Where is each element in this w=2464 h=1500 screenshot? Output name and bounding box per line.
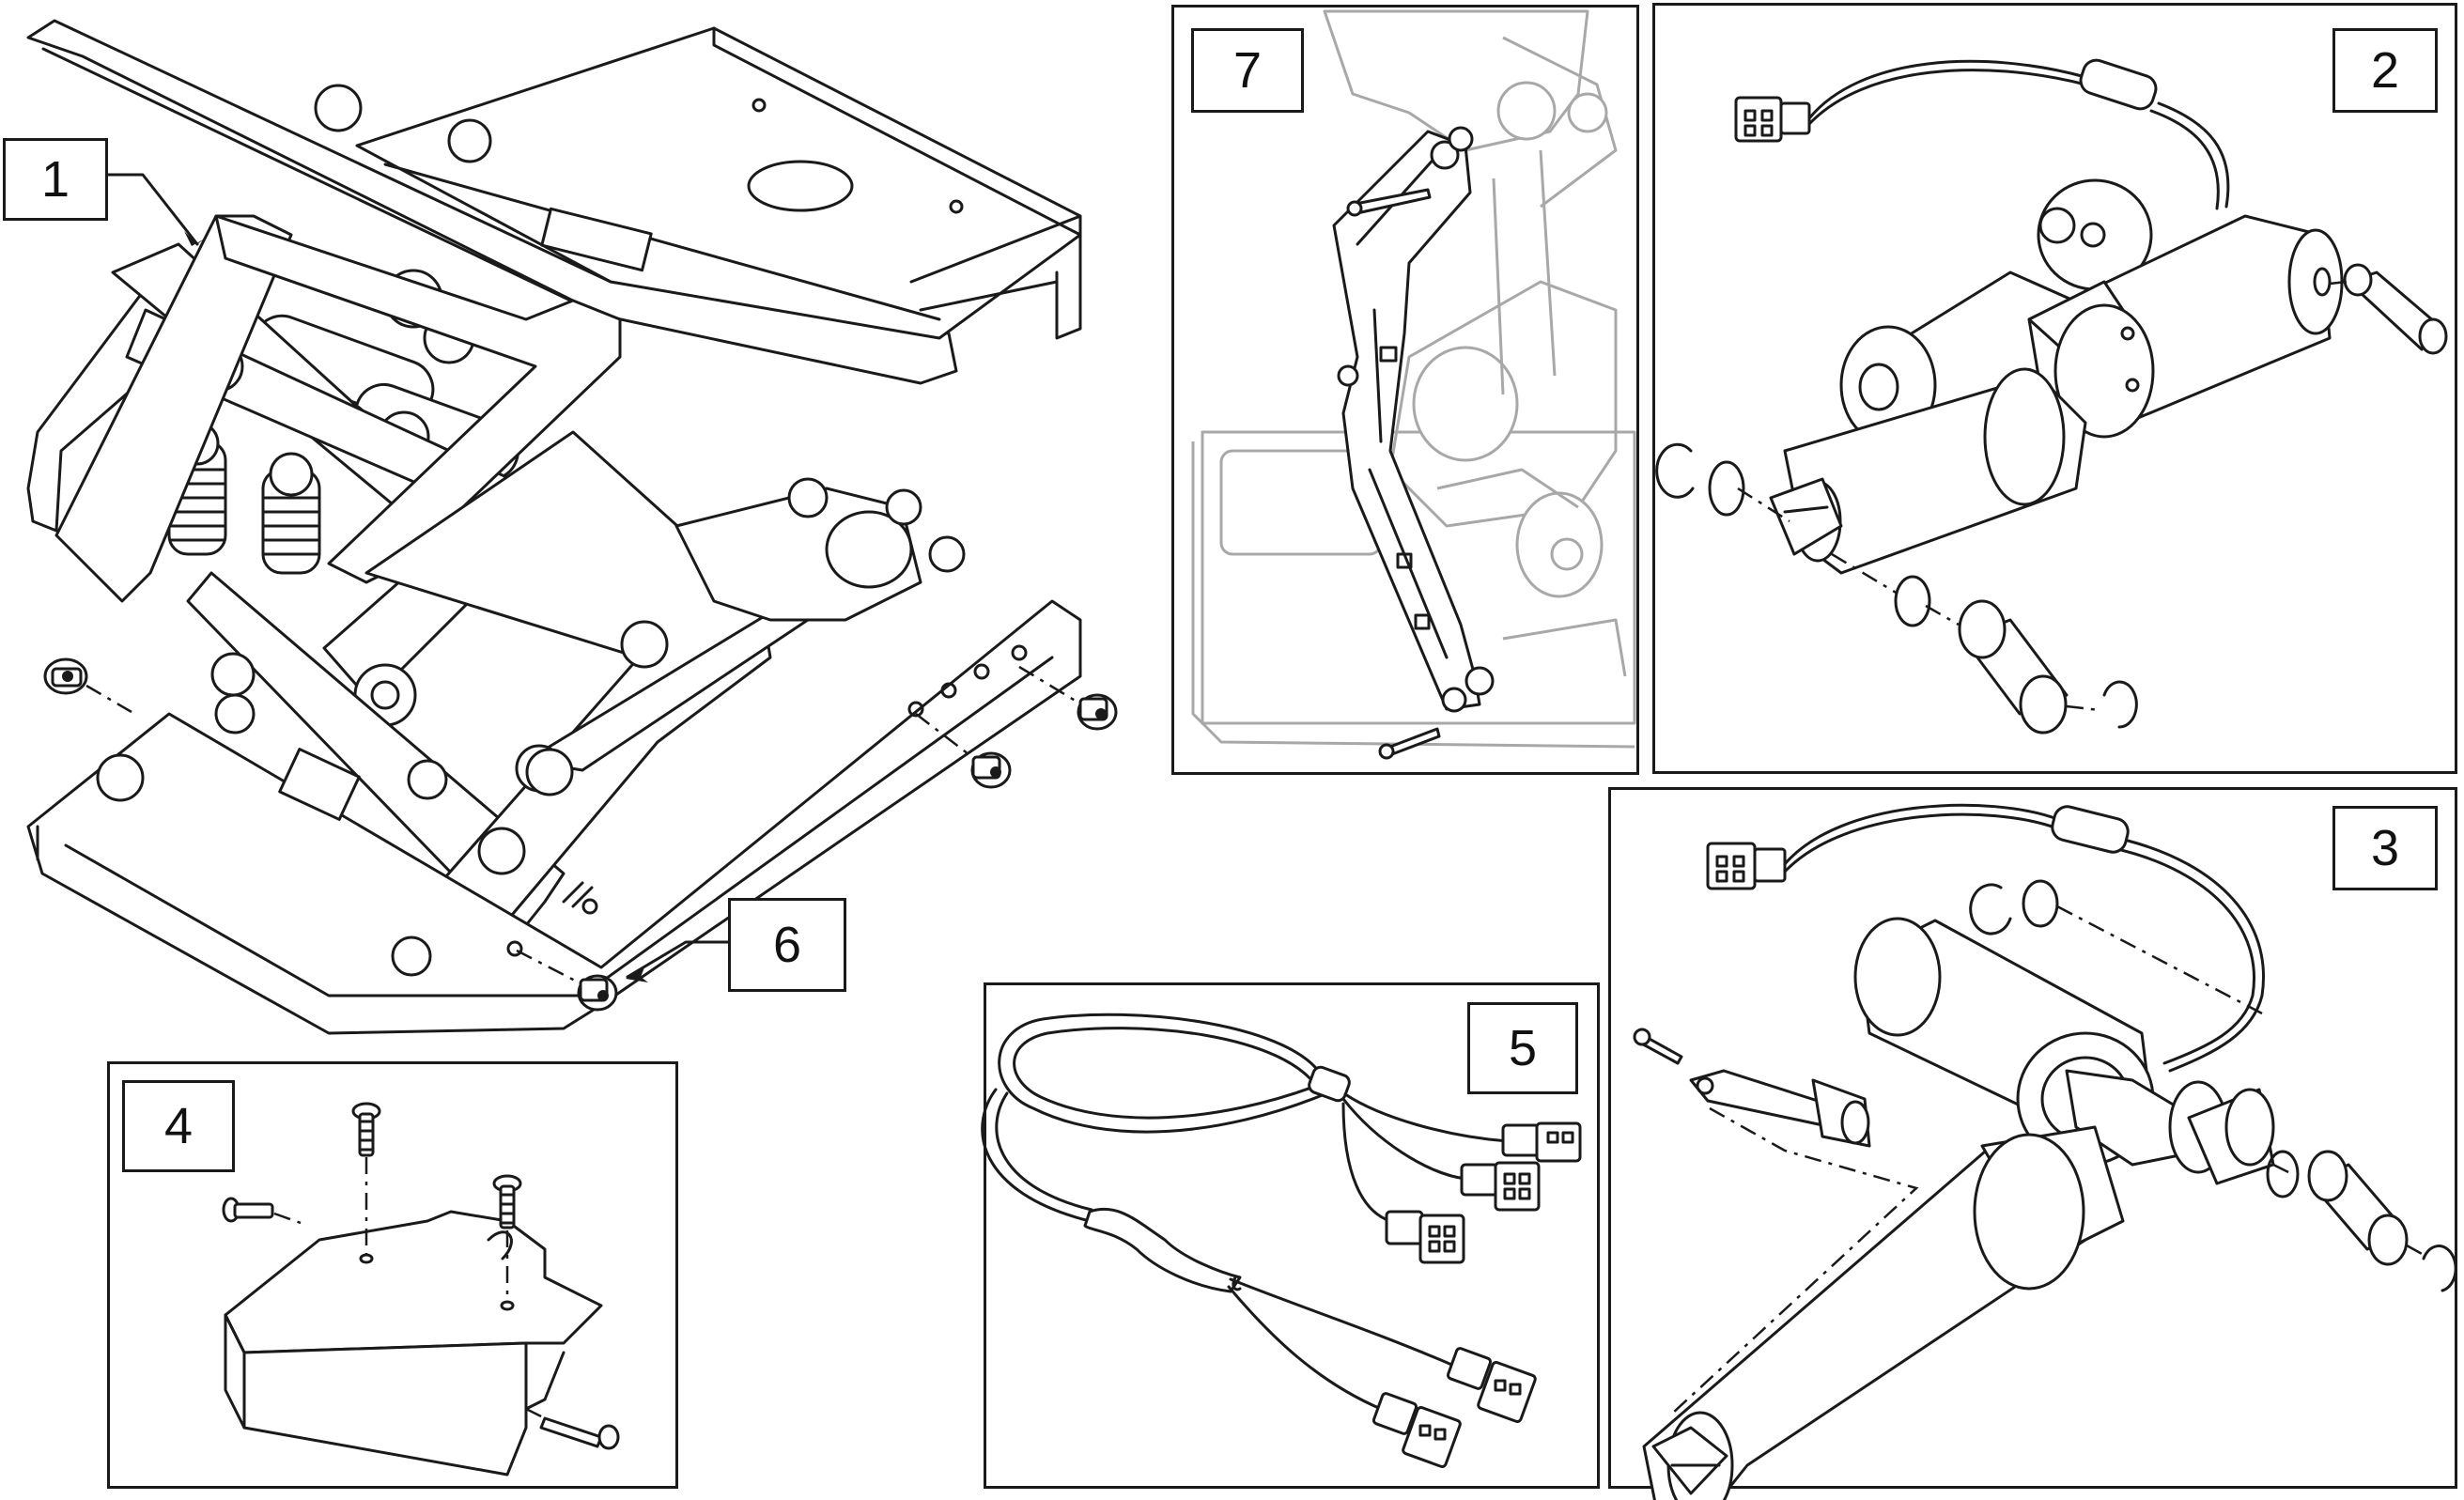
connector-e	[1371, 1392, 1462, 1469]
screw-right-top	[1018, 665, 1118, 731]
screw-right-bottom	[915, 713, 1012, 789]
panel-7-frame	[1171, 5, 1639, 775]
wiring-harness	[981, 1013, 1582, 1469]
panel-4-frame	[107, 1061, 678, 1489]
screw-left	[43, 657, 132, 714]
callout-2: 2	[2332, 28, 2438, 113]
connector-d	[1446, 1347, 1537, 1424]
screw-top-2	[492, 1174, 522, 1302]
screw-side-left	[222, 1197, 302, 1225]
callout-4: 4	[122, 1080, 235, 1172]
connector-b	[1460, 1161, 1541, 1212]
screw-side-right	[525, 1407, 620, 1450]
callout-5: 5	[1467, 1002, 1578, 1094]
callout-3: 3	[2332, 806, 2438, 890]
panel-3-frame	[1608, 787, 2457, 1489]
callout-6: 6	[728, 898, 846, 992]
connector-a	[1501, 1121, 1582, 1163]
callout-7: 7	[1191, 28, 1304, 113]
panel-2-frame	[1652, 3, 2457, 774]
seat-lift-mechanism	[26, 19, 1118, 1035]
cover-bracket	[222, 1102, 620, 1477]
screw-top-1	[351, 1102, 381, 1255]
actuator-3	[1633, 803, 2457, 1500]
actuator-2	[1655, 58, 2448, 735]
screw-front	[516, 949, 618, 1012]
panel-5-frame	[984, 982, 1600, 1489]
connector-c	[1385, 1210, 1465, 1264]
callout-1: 1	[3, 138, 108, 221]
linkage-arm-assembly	[1191, 9, 1636, 760]
